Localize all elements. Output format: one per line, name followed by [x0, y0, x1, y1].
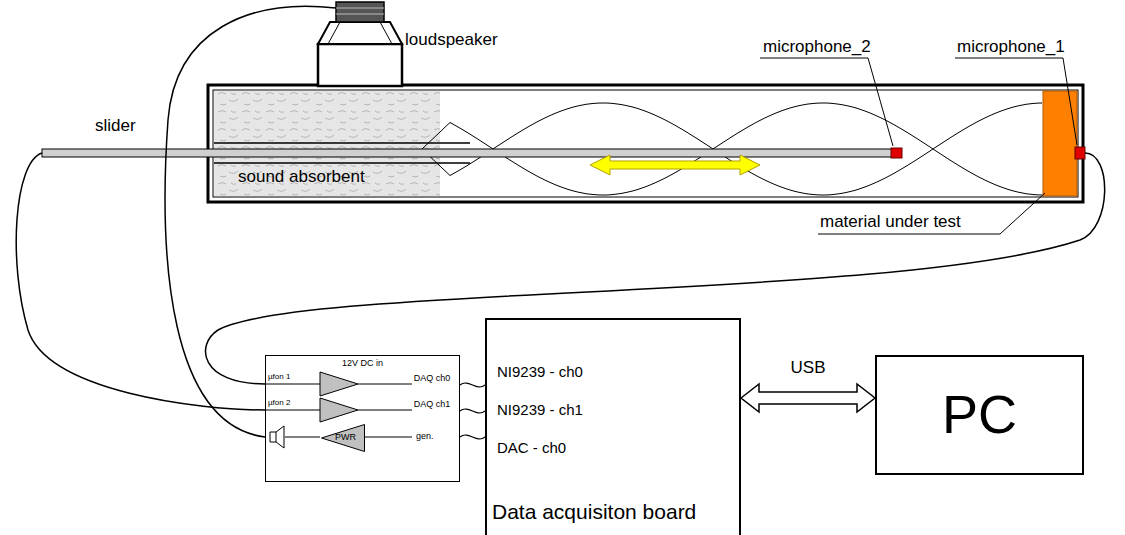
power-amplifier: PWR [321, 424, 365, 452]
signal-line [265, 384, 412, 437]
speaker-icon [270, 426, 284, 448]
cable [16, 153, 265, 410]
connector [460, 383, 485, 387]
signal-name: DAQ ch0 [413, 374, 451, 384]
leader-line [818, 193, 1045, 234]
part-label: material under test [820, 213, 961, 232]
cable [165, 6, 336, 437]
daq-board: Data acquisiton board [485, 318, 741, 535]
channel-name: NI9239 - ch0 [497, 364, 583, 381]
slider-rod [42, 149, 894, 157]
pc-box: PC [875, 355, 1084, 475]
speaker-cone-lines [328, 22, 392, 44]
connector [460, 435, 485, 439]
microphone-2 [891, 148, 902, 158]
connector [741, 384, 875, 412]
connector [460, 409, 485, 413]
connector-arrow [741, 384, 875, 412]
signal-name: gen. [416, 432, 434, 442]
signal-name: DAQ ch1 [413, 400, 451, 410]
signal-name: µfon 2 [268, 399, 290, 408]
part-label: microphone_2 [763, 38, 871, 57]
microphone-1 [1075, 147, 1085, 159]
speaker-cone [318, 22, 402, 44]
tube-wall [208, 85, 1083, 202]
speaker-neck [318, 44, 402, 86]
part-label: slider [95, 117, 136, 136]
node-text: PWR [335, 433, 356, 443]
amplifier-symbol [320, 372, 358, 396]
node-text: PC [877, 385, 1082, 444]
signal-name: µfon 1 [268, 373, 290, 382]
amplifier-symbol [320, 398, 358, 422]
part-label: loudspeaker [405, 31, 498, 50]
material-under-test [1043, 91, 1077, 196]
speaker-magnet [336, 2, 384, 22]
leader-line [955, 58, 1077, 145]
part-label: microphone_1 [957, 38, 1065, 57]
part-label: sound absorbent [238, 168, 365, 187]
amplifier-triangle [322, 425, 365, 452]
node-text: Data acquisiton board [492, 500, 696, 523]
movement-arrow [590, 155, 760, 175]
edge-label: USB [791, 359, 826, 378]
tube-inner [213, 90, 1078, 197]
channel-name: DAC - ch0 [497, 440, 566, 457]
channel-name: NI9239 - ch1 [497, 402, 583, 419]
leader-line [760, 58, 893, 146]
node-text: 12V DC in [266, 359, 459, 369]
connector-wire [460, 409, 485, 413]
speaker-magnet-lines [336, 8, 384, 14]
connector-wire [460, 435, 485, 439]
connector-wire [460, 383, 485, 387]
